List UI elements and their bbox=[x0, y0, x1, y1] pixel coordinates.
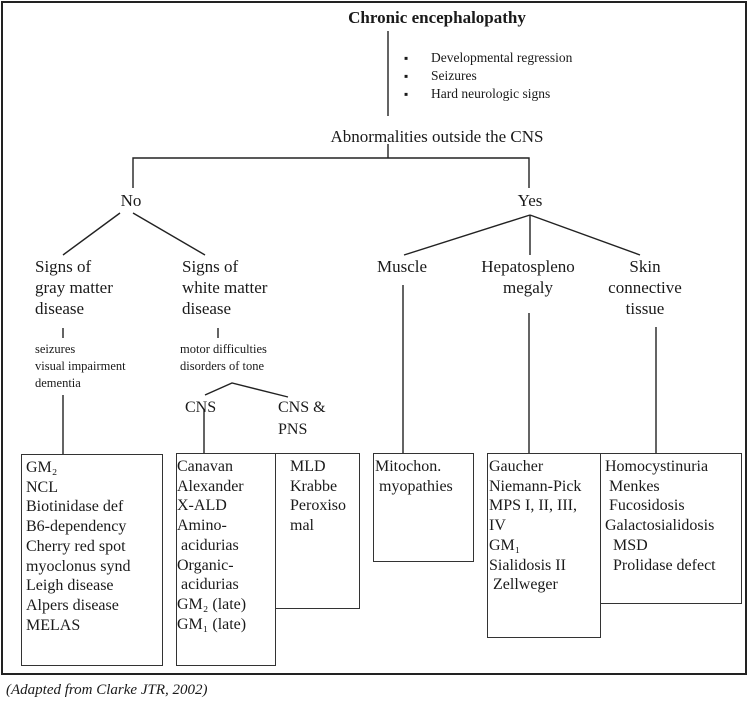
gray-heading-line: gray matter bbox=[35, 278, 113, 297]
list-item: Peroxiso bbox=[290, 497, 346, 515]
list-item: Alpers disease bbox=[26, 596, 119, 614]
list-item: Sialidosis II bbox=[489, 556, 566, 574]
white-heading: Signs of white matter disease bbox=[182, 256, 267, 319]
list-item: B6-dependency bbox=[26, 518, 127, 536]
symptom-list: Developmental regression Seizures Hard n… bbox=[404, 49, 572, 103]
skin-heading-line: tissue bbox=[625, 299, 665, 318]
skin-heading-line: connective bbox=[608, 278, 682, 297]
list-item: Gaucher bbox=[489, 458, 544, 475]
list-item: Organic- bbox=[177, 556, 234, 574]
list-item: Biotinidase def bbox=[26, 498, 124, 516]
gray-sign: seizures bbox=[35, 342, 76, 356]
white-sign: motor difficulties bbox=[180, 342, 267, 356]
white-sign: disorders of tone bbox=[180, 359, 265, 373]
list-item: Cherry red spot bbox=[26, 537, 126, 555]
line-yes-skin bbox=[529, 214, 641, 256]
white-heading-line: white matter bbox=[182, 278, 268, 297]
gray-sign: visual impairment bbox=[35, 359, 126, 373]
skin-heading: Skin connective tissue bbox=[608, 256, 682, 319]
list-item: MELAS bbox=[26, 616, 81, 634]
list-item: Mitochon. bbox=[375, 458, 442, 475]
list-item: Prolidase defect bbox=[605, 556, 716, 574]
list-item: acidurias bbox=[177, 536, 239, 554]
list-item: Canavan bbox=[177, 458, 233, 475]
white-signs: motor difficulties disorders of tone bbox=[180, 341, 267, 375]
cns-pns-label-line: PNS bbox=[278, 421, 308, 438]
list-item: IV bbox=[489, 517, 506, 535]
symptom: Developmental regression bbox=[404, 49, 572, 67]
list-item: Leigh disease bbox=[26, 577, 114, 595]
white-heading-line: Signs of bbox=[182, 257, 239, 276]
cns-pns-label-line: CNS & bbox=[278, 399, 326, 416]
list-item: X-ALD bbox=[177, 497, 227, 515]
list-item: acidurias bbox=[177, 576, 239, 594]
list-item: Homocystinuria bbox=[605, 458, 709, 475]
frame bbox=[1, 1, 747, 675]
line-yes-muscle bbox=[403, 214, 531, 256]
list-item: myopathies bbox=[375, 477, 453, 495]
gray-sign: dementia bbox=[35, 376, 81, 390]
line-no-white bbox=[132, 212, 206, 256]
list-item: Amino- bbox=[177, 517, 227, 535]
list-item: Galactosialidosis bbox=[605, 517, 715, 535]
line-no-gray bbox=[62, 212, 121, 256]
list-item: NCL bbox=[26, 478, 58, 496]
list-item: Menkes bbox=[605, 477, 660, 495]
hepato-heading-line: megaly bbox=[502, 278, 554, 297]
gray-heading-line: Signs of bbox=[35, 257, 92, 276]
yes-label: Yes bbox=[517, 191, 543, 210]
list-item: mal bbox=[290, 517, 314, 535]
gray-heading-line: disease bbox=[35, 299, 85, 318]
caption: (Adapted from Clarke JTR, 2002) bbox=[6, 682, 208, 698]
list-item: GM₂ (late) bbox=[177, 595, 247, 613]
list-item: Krabbe bbox=[290, 477, 338, 495]
cns-pns-label: CNS & PNS bbox=[278, 397, 326, 441]
muscle-box: Mitochon. myopathies bbox=[373, 453, 474, 562]
hepato-heading: Hepatospleno megaly bbox=[481, 256, 574, 298]
list-item: myoclonus synd bbox=[26, 557, 131, 575]
list-item: GM₂ bbox=[26, 459, 58, 476]
gray-signs: seizures visual impairment dementia bbox=[35, 341, 126, 392]
line-yes-no bbox=[132, 157, 530, 188]
cns-label: CNS bbox=[185, 399, 217, 416]
skin-heading-line: Skin bbox=[629, 257, 661, 276]
no-label: No bbox=[120, 191, 142, 210]
list-item: GM₁ bbox=[489, 536, 521, 554]
list-item: MSD bbox=[605, 536, 648, 554]
list-item: MPS I, II, III, bbox=[489, 497, 577, 515]
muscle-heading: Muscle bbox=[376, 257, 428, 276]
list-item: Fucosidosis bbox=[605, 497, 685, 515]
question: Abnormalities outside the CNS bbox=[330, 127, 544, 146]
list-item: Zellweger bbox=[489, 576, 558, 594]
list-item: MLD bbox=[290, 458, 326, 475]
list-item: Alexander bbox=[177, 477, 244, 495]
white-heading-line: disease bbox=[182, 299, 232, 318]
symptom: Hard neurologic signs bbox=[404, 85, 572, 103]
title: Chronic encephalopathy bbox=[348, 8, 526, 27]
list-item: Niemann-Pick bbox=[489, 477, 582, 495]
gray-heading: Signs of gray matter disease bbox=[35, 256, 113, 319]
list-item: GM₁ (late) bbox=[177, 615, 247, 633]
symptom: Seizures bbox=[404, 67, 572, 85]
line-white-split bbox=[204, 382, 289, 398]
hepato-heading-line: Hepatospleno bbox=[481, 257, 575, 276]
